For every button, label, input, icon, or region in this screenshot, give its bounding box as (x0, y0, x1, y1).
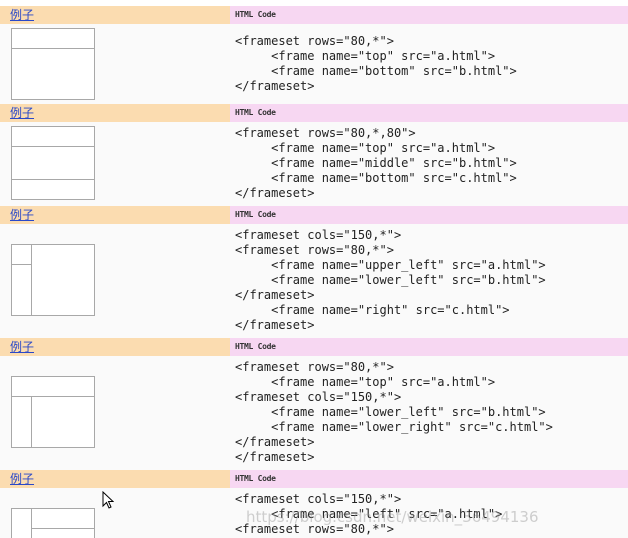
example-2: 例子 HTML Code <frameset rows="80,*,80"> <… (0, 104, 628, 206)
example-1: 例子 HTML Code <frameset rows="80,*"> <fra… (0, 6, 628, 104)
example-5-header: 例子 HTML Code (0, 470, 628, 488)
example-5-header-right: HTML Code (230, 470, 628, 488)
example-4-header: 例子 HTML Code (0, 338, 628, 356)
code-line: <frame name="top" src="a.html"> (235, 375, 496, 389)
example-5-header-left: 例子 (0, 470, 230, 488)
code-line: <frame name="upper_left" src="a.html"> (235, 258, 546, 272)
example-3-link[interactable]: 例子 (10, 208, 35, 222)
example-1-code-panel (230, 24, 628, 104)
code-line: <frame name="right" src="c.html"> (235, 303, 510, 317)
example-1-header-right: HTML Code (230, 6, 628, 24)
code-line: <frame name="lower_left" src="b.html"> (235, 273, 546, 287)
example-1-header-left: 例子 (0, 6, 230, 24)
mouse-pointer-icon (102, 490, 115, 513)
code-line: </frameset> (235, 288, 315, 302)
code-line: <frame name="lower_right" src="c.html"> (235, 420, 553, 434)
example-4-code-panel (230, 356, 628, 470)
example-5-code-title: HTML Code (235, 474, 276, 483)
example-3-header-left: 例子 (0, 206, 230, 224)
code-line: <frame name="top" src="a.html"> (235, 141, 496, 155)
example-5-code: <frameset cols="150,*"> <frame name="lef… (235, 492, 502, 537)
example-5-code-panel (230, 488, 628, 538)
example-4-frame-diagram (11, 376, 95, 448)
example-2-code-panel (230, 122, 628, 206)
code-line: </frameset> (235, 450, 315, 464)
frame-outline (11, 126, 95, 200)
code-line: <frameset cols="150,*"> (235, 228, 402, 242)
example-3-frame-diagram (11, 244, 95, 316)
example-1-frame-diagram (11, 28, 95, 100)
code-line: <frameset cols="150,*"> (235, 390, 402, 404)
code-line: <frame name="left" src="a.html"> (235, 507, 503, 521)
example-2-header: 例子 HTML Code (0, 104, 628, 122)
code-line: <frameset rows="80,*"> (235, 34, 394, 48)
code-line: </frameset> (235, 186, 315, 200)
code-line: <frame name="middle" src="b.html"> (235, 156, 517, 170)
example-5-link[interactable]: 例子 (10, 472, 35, 486)
example-3-header-right: HTML Code (230, 206, 628, 224)
example-2-code-title: HTML Code (235, 108, 276, 117)
example-2-header-right: HTML Code (230, 104, 628, 122)
example-2-code: <frameset rows="80,*,80"> <frame name="t… (235, 126, 517, 201)
example-2-frame-diagram (11, 126, 95, 200)
example-3: 例子 HTML Code <frameset cols="150,*"><fra… (0, 206, 628, 338)
example-1-code: <frameset rows="80,*"> <frame name="top"… (235, 34, 517, 94)
example-3-header: 例子 HTML Code (0, 206, 628, 224)
example-2-header-left: 例子 (0, 104, 230, 122)
example-3-code: <frameset cols="150,*"><frameset rows="8… (235, 228, 546, 333)
code-line: </frameset> (235, 79, 315, 93)
example-5: 例子 HTML Code <frameset cols="150,*"> <fr… (0, 470, 628, 538)
example-3-code-panel (230, 224, 628, 338)
example-4-code-title: HTML Code (235, 342, 276, 351)
example-4-link[interactable]: 例子 (10, 340, 35, 354)
code-line: </frameset> (235, 435, 315, 449)
code-line: <frameset rows="80,*"> (235, 243, 394, 257)
frame-outline (11, 244, 95, 316)
example-2-link[interactable]: 例子 (10, 106, 35, 120)
example-4-header-left: 例子 (0, 338, 230, 356)
frame-outline (11, 28, 95, 100)
example-1-code-title: HTML Code (235, 10, 276, 19)
example-1-link[interactable]: 例子 (10, 8, 35, 22)
code-line: <frameset rows="80,*"> (235, 522, 394, 536)
code-line: <frameset cols="150,*"> (235, 492, 402, 506)
code-line: <frame name="top" src="a.html"> (235, 49, 496, 63)
code-line: <frame name="lower_left" src="b.html"> (235, 405, 546, 419)
frame-outline (11, 508, 95, 538)
example-5-frame-diagram (11, 508, 95, 538)
example-4-header-right: HTML Code (230, 338, 628, 356)
code-line: <frame name="bottom" src="b.html"> (235, 64, 517, 78)
code-line: <frameset rows="80,*,80"> (235, 126, 416, 140)
code-line: </frameset> (235, 318, 315, 332)
example-4-code: <frameset rows="80,*"> <frame name="top"… (235, 360, 553, 465)
example-4: 例子 HTML Code <frameset rows="80,*"> <fra… (0, 338, 628, 470)
code-line: <frameset rows="80,*"> (235, 360, 394, 374)
code-line: <frame name="bottom" src="c.html"> (235, 171, 517, 185)
example-1-header: 例子 HTML Code (0, 6, 628, 24)
example-3-code-title: HTML Code (235, 210, 276, 219)
frame-outline (11, 376, 95, 448)
